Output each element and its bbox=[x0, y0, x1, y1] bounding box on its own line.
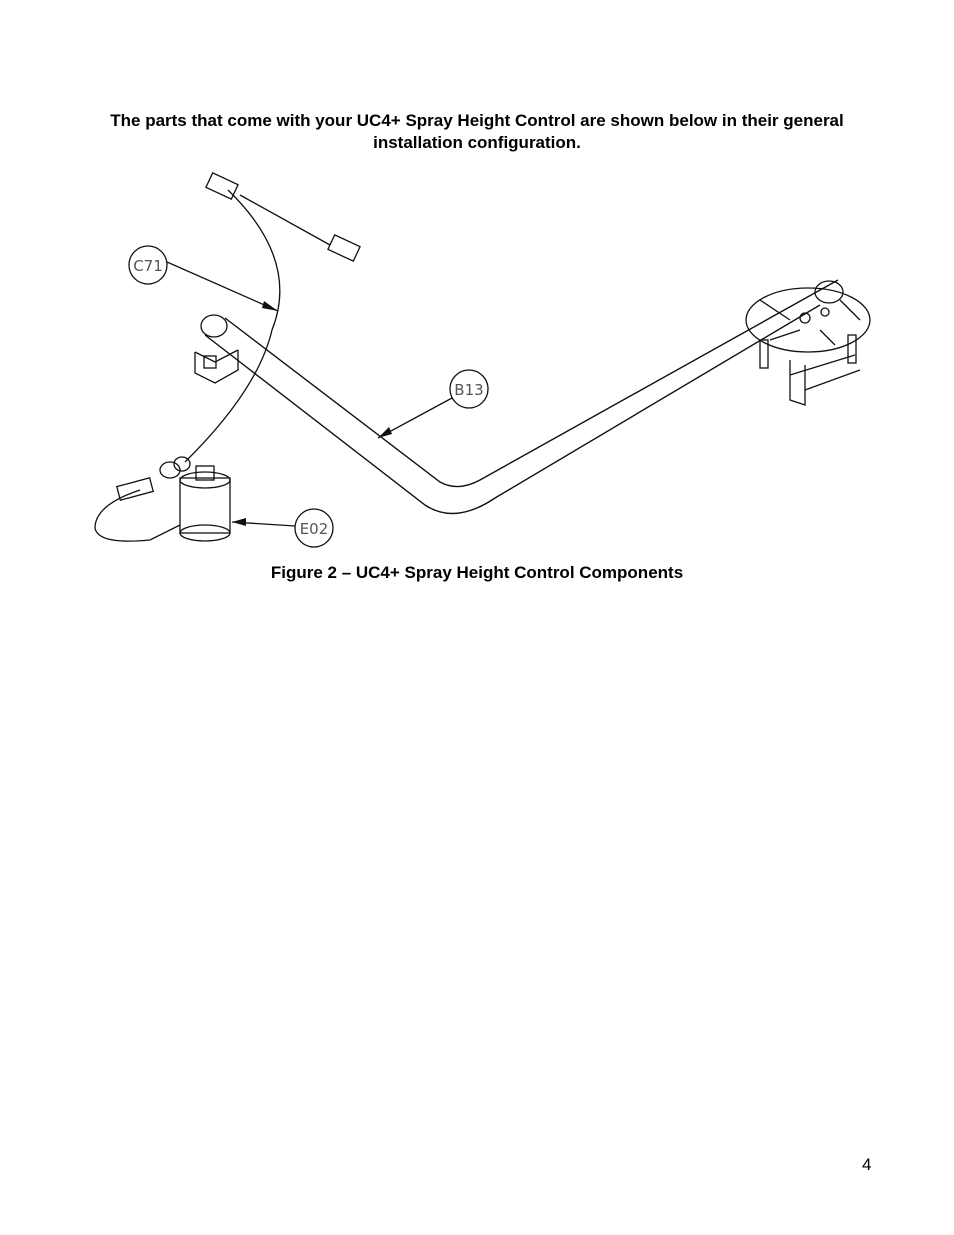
callout-label-b13: B13 bbox=[454, 381, 483, 399]
figure-caption: Figure 2 – UC4+ Spray Height Control Com… bbox=[270, 563, 684, 582]
tube-clamp bbox=[194, 349, 239, 384]
boom-tube bbox=[200, 279, 844, 515]
mounting-bracket bbox=[745, 287, 871, 406]
ultrasonic-sensor bbox=[94, 465, 231, 542]
callout-label-e02: E02 bbox=[300, 520, 329, 538]
callout-c71 bbox=[128, 245, 279, 312]
callout-label-c71: C71 bbox=[133, 257, 163, 275]
intro-paragraph: The parts that come with your UC4+ Spray… bbox=[110, 111, 844, 152]
harness-cable bbox=[159, 171, 361, 479]
page-number: 4 bbox=[862, 1155, 872, 1174]
components-figure: C71 B13 E02 bbox=[94, 171, 871, 548]
